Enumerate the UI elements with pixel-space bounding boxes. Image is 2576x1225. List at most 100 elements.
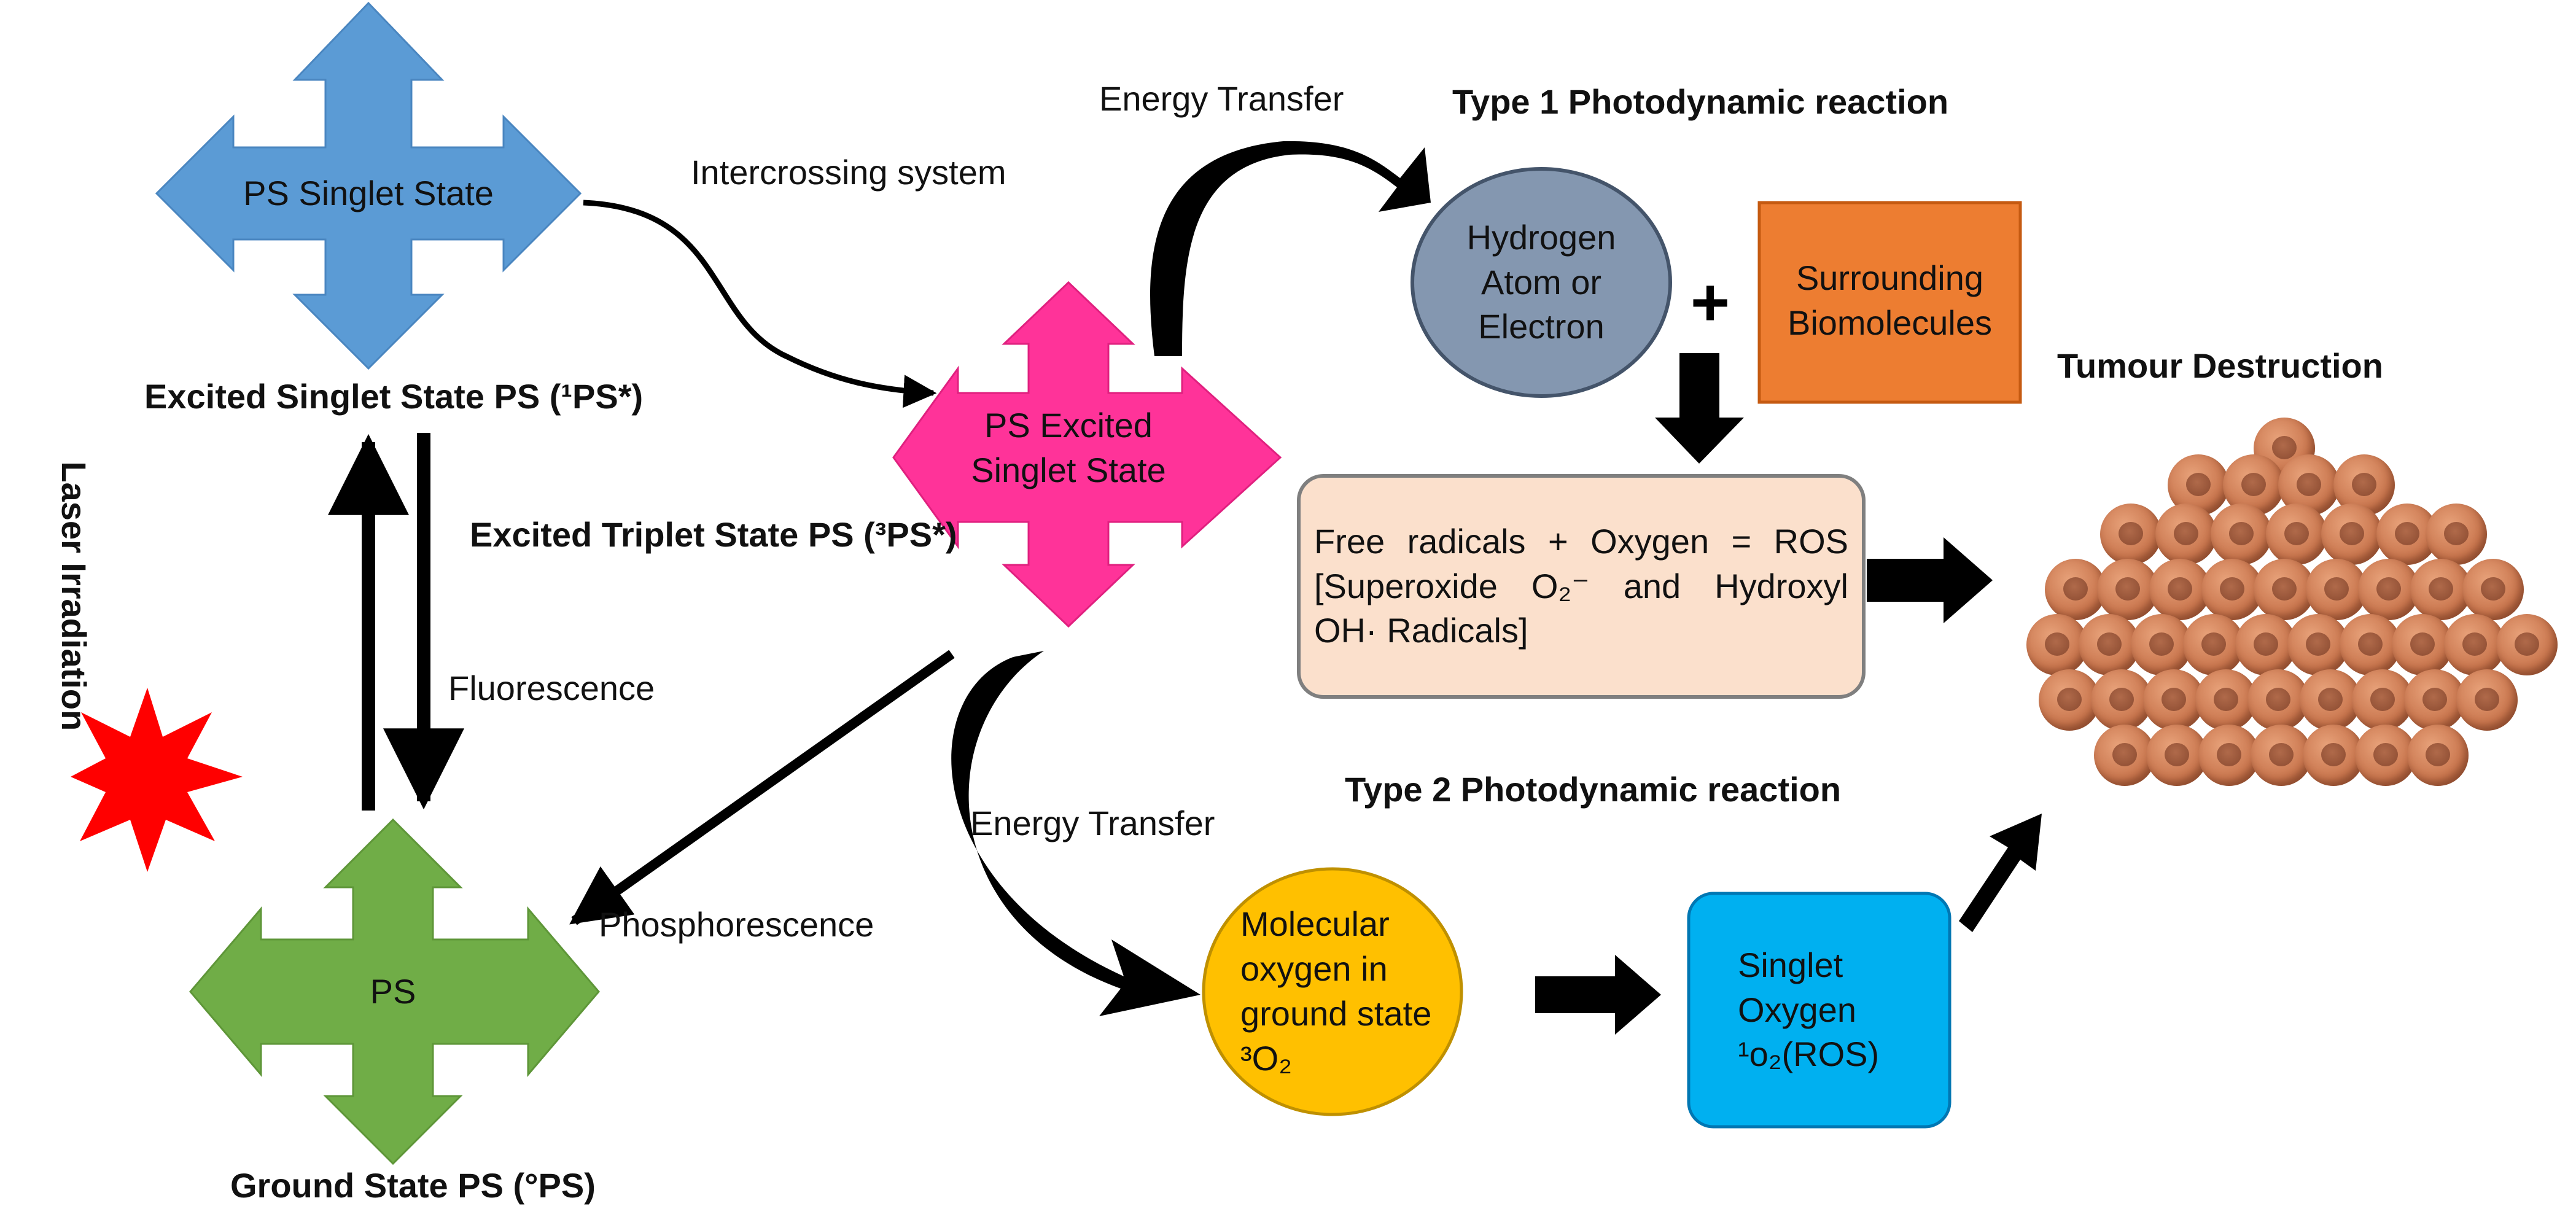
singlet-oxygen-label: Singlet Oxygen ¹o₂(ROS)	[1707, 921, 1934, 1099]
tumour-cell-nucleus	[2370, 688, 2395, 711]
tumour-cell	[2195, 669, 2257, 731]
tumour-cell-nucleus	[2217, 743, 2241, 766]
tumour-cell-nucleus	[2266, 688, 2290, 711]
laser-star	[71, 688, 243, 872]
ps-excited-line-2: Singlet State	[971, 451, 1166, 489]
tumour-cell	[2149, 559, 2211, 620]
intercrossing-arrow	[583, 200, 937, 408]
tumour-cell	[2306, 559, 2367, 620]
ps-ground-shape	[189, 818, 600, 1165]
tumour-cell	[2079, 614, 2140, 675]
tumour-cell-nucleus	[2168, 577, 2192, 601]
tumour-cell	[2155, 504, 2217, 565]
tumour-cell	[2444, 614, 2505, 675]
tumour-cell	[2404, 669, 2465, 731]
tumour-cell-nucleus	[2306, 632, 2330, 656]
tumour-cell-nucleus	[2269, 743, 2294, 766]
ps-excited-label: PS Excited Singlet State	[949, 393, 1188, 504]
tumour-cell	[2039, 669, 2100, 731]
surrounding-label: Surrounding Biomolecules	[1759, 221, 2020, 381]
tumour-cell-nucleus	[2444, 522, 2469, 545]
tumour-cell	[2355, 725, 2416, 786]
tumour-cell-cluster	[2020, 418, 2561, 798]
tumour-cell-nucleus	[2220, 577, 2244, 601]
tumour-cell-nucleus	[2063, 577, 2088, 601]
excited-singlet-caption: Excited Singlet State PS (¹PS*)	[144, 377, 644, 416]
molecular-oxygen-line-2: oxygen in	[1240, 949, 1388, 989]
tumour-cell-nucleus	[2119, 522, 2143, 545]
tumour-cell	[2462, 559, 2524, 620]
tumour-cell	[2198, 725, 2260, 786]
tumour-cell	[2201, 559, 2263, 620]
singlet-oxygen-line-1: Singlet	[1738, 945, 1843, 984]
plus-sign: +	[1691, 265, 1730, 340]
tumour-cell	[2143, 669, 2204, 731]
tumour-cell-nucleus	[2340, 522, 2364, 545]
tumour-cell	[2183, 614, 2244, 675]
tumour-cell-nucleus	[2045, 632, 2069, 656]
tumour-cell	[2410, 559, 2472, 620]
energy-transfer-top-caption: Energy Transfer	[1099, 79, 1344, 118]
tumour-cell	[2340, 614, 2401, 675]
tumour-cell	[2303, 725, 2364, 786]
tumour-cell	[2091, 669, 2152, 731]
tumour-cell-nucleus	[2174, 522, 2198, 545]
tumour-cell-nucleus	[2321, 743, 2346, 766]
tumour-cell-nucleus	[2214, 688, 2238, 711]
tumour-cell-nucleus	[2475, 688, 2499, 711]
tumour-cell	[2456, 669, 2518, 731]
tumour-cell-nucleus	[2115, 577, 2140, 601]
molecular-oxygen-line-1: Molecular	[1240, 904, 1390, 944]
tumour-cell	[2266, 504, 2327, 565]
tumour-cell-nucleus	[2272, 436, 2297, 459]
tumour-cell-nucleus	[2395, 522, 2419, 545]
ros-line-1: Free radicals + Oxygen = ROS	[1314, 521, 1848, 561]
tumour-cell-nucleus	[2373, 743, 2398, 766]
tumour-cell	[2287, 614, 2349, 675]
tumour-cell	[2392, 614, 2453, 675]
tumour-cell-nucleus	[2186, 473, 2211, 496]
ps-singlet-text: PS Singlet State	[243, 173, 494, 212]
tumour-cell-nucleus	[2149, 632, 2174, 656]
intercrossing-caption: Intercrossing system	[691, 153, 1006, 192]
tumour-cell-nucleus	[2422, 688, 2447, 711]
phosphorescence-arrow	[569, 650, 955, 925]
molecular-oxygen-circle	[1202, 867, 1463, 1116]
molecular-oxygen-label: Molecular oxygen in ground state ³O₂	[1216, 887, 1449, 1096]
ps-excited-shape	[892, 281, 1282, 628]
tumour-cell	[2407, 725, 2469, 786]
surrounding-box	[1757, 201, 2022, 404]
tumour-cell	[2376, 504, 2438, 565]
tumour-cell	[2426, 504, 2487, 565]
tumour-cell-nucleus	[2097, 632, 2122, 656]
hydrogen-label: Hydrogen Atom or Electron	[1425, 196, 1658, 368]
tumour-cell-nucleus	[2358, 632, 2383, 656]
molecular-oxygen-line-3: ground state	[1240, 994, 1432, 1033]
tumour-cell	[2026, 614, 2088, 675]
tumour-cell-nucleus	[2297, 473, 2321, 496]
tumour-cell-nucleus	[2481, 577, 2505, 601]
energy-transfer-top-arrow	[1150, 141, 1431, 356]
hydrogen-line-1: Hydrogen	[1466, 217, 1616, 257]
tumour-cell	[2247, 669, 2309, 731]
ps-singlet-shape	[155, 1, 582, 370]
tumour-cell-nucleus	[2352, 473, 2376, 496]
ros-box	[1297, 474, 1866, 699]
tumour-cell-nucleus	[2109, 688, 2134, 711]
tumour-cell	[2146, 725, 2208, 786]
tumour-cell-nucleus	[2429, 577, 2453, 601]
energy-transfer-bottom-caption: Energy Transfer	[970, 804, 1215, 842]
surrounding-line-1: Surrounding	[1796, 259, 1984, 298]
tumour-cell	[2251, 725, 2312, 786]
ps-excited-line-1: PS Excited	[984, 406, 1153, 445]
tumour-cell	[2352, 669, 2413, 731]
tumour-cell-nucleus	[2426, 743, 2450, 766]
tumour-cell	[2131, 614, 2192, 675]
tumour-cell	[2300, 669, 2361, 731]
hydrogen-circle	[1411, 167, 1672, 398]
type2-caption: Type 2 Photodynamic reaction	[1345, 770, 1842, 809]
ps-ground-text: PS	[370, 971, 416, 1011]
tumour-cell-nucleus	[2165, 743, 2189, 766]
tumour-cell-nucleus	[2229, 522, 2254, 545]
